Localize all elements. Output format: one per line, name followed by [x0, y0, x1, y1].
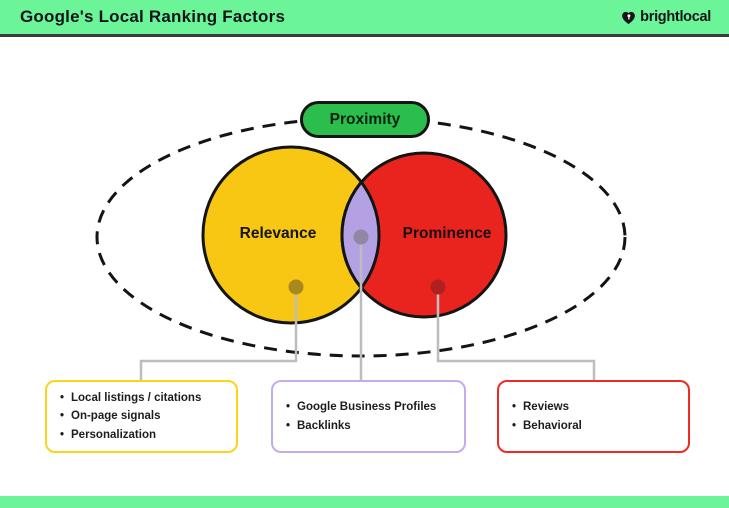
overlap-factors-box: Google Business Profiles Backlinks: [271, 380, 466, 453]
list-item: Personalization: [57, 426, 226, 445]
list-item: Backlinks: [283, 417, 454, 436]
proximity-pill: Proximity: [300, 101, 430, 138]
heart-pin-icon: [620, 9, 637, 26]
header-bar: Google's Local Ranking Factors brightloc…: [0, 0, 729, 37]
brightlocal-logo: brightlocal: [620, 9, 711, 26]
prominence-label: Prominence: [402, 225, 492, 242]
list-item: On-page signals: [57, 407, 226, 426]
page-title: Google's Local Ranking Factors: [20, 7, 286, 26]
logo-wordmark: brightlocal: [640, 9, 711, 25]
prominence-factors-box: Reviews Behavioral: [497, 380, 690, 453]
overlap-lens-edge: [342, 153, 381, 317]
list-item: Behavioral: [509, 417, 678, 436]
list-item: Google Business Profiles: [283, 398, 454, 417]
overlap-connector-dot: [353, 229, 369, 245]
list-item: Local listings / citations: [57, 389, 226, 408]
connector-line-prominence: [436, 287, 596, 380]
list-item: Reviews: [509, 398, 678, 417]
prominence-connector-dot: [430, 279, 446, 295]
connector-line-relevance: [139, 287, 298, 380]
prominence-factors-list: Reviews Behavioral: [509, 398, 678, 435]
relevance-label: Relevance: [239, 225, 317, 242]
overlap-factors-list: Google Business Profiles Backlinks: [283, 398, 454, 435]
relevance-factors-list: Local listings / citations On-page signa…: [57, 389, 226, 445]
footer-bar: [0, 496, 729, 508]
relevance-factors-box: Local listings / citations On-page signa…: [45, 380, 238, 453]
relevance-connector-dot: [288, 279, 304, 295]
overlap-lens: [340, 151, 379, 319]
proximity-label: Proximity: [329, 110, 401, 128]
